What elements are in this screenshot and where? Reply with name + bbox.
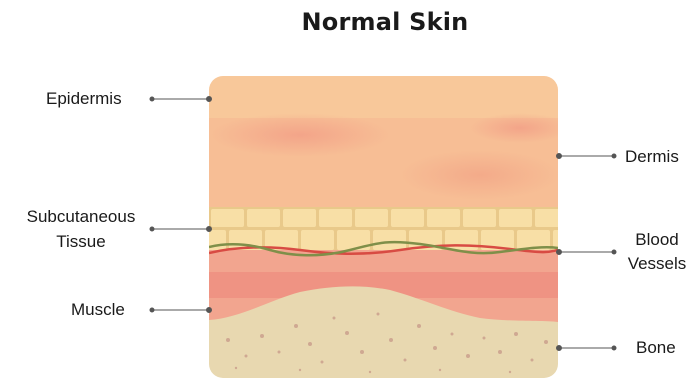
label-subcutaneous-line2: Tissue (8, 231, 154, 253)
epidermis-layer (209, 76, 558, 118)
label-bone: Bone (636, 337, 676, 359)
label-dermis: Dermis (625, 146, 679, 168)
label-epidermis: Epidermis (46, 88, 122, 110)
label-subcutaneous-tissue: Subcutaneous Tissue (8, 206, 154, 253)
label-blood-line1: Blood (620, 229, 694, 251)
label-blood-vessels: Blood Vessels (620, 229, 694, 275)
label-muscle: Muscle (71, 299, 125, 321)
label-blood-line2: Vessels (620, 253, 694, 275)
label-subcutaneous-line1: Subcutaneous (8, 206, 154, 228)
dermis-blotch (210, 113, 390, 157)
dermis-blotch (470, 113, 570, 143)
dermis-blotch (400, 150, 560, 200)
